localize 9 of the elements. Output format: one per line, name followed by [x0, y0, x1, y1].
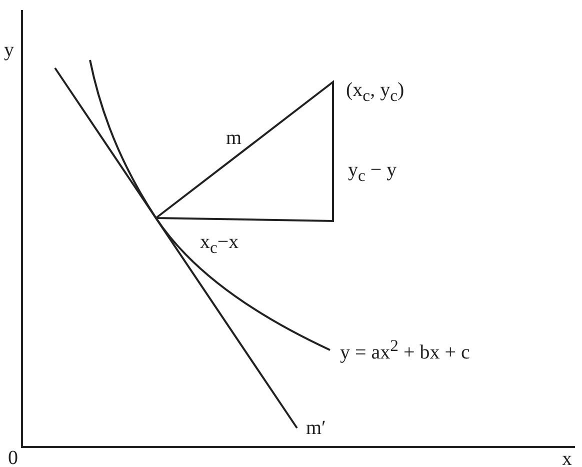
- axis-label: y: [4, 40, 14, 60]
- math-label: y$_{c}$ − y: [348, 160, 397, 185]
- math-label: y = ax$^{2}$ + bx + c: [340, 338, 470, 363]
- math-label: m: [226, 128, 242, 148]
- math-label: x$_{c}$−x: [200, 232, 239, 257]
- math-label: m′: [306, 418, 326, 438]
- math-label: (x$_{c}$, y$_{c}$): [346, 80, 404, 105]
- axis-label: x: [562, 449, 572, 467]
- origin-label: 0: [8, 448, 18, 467]
